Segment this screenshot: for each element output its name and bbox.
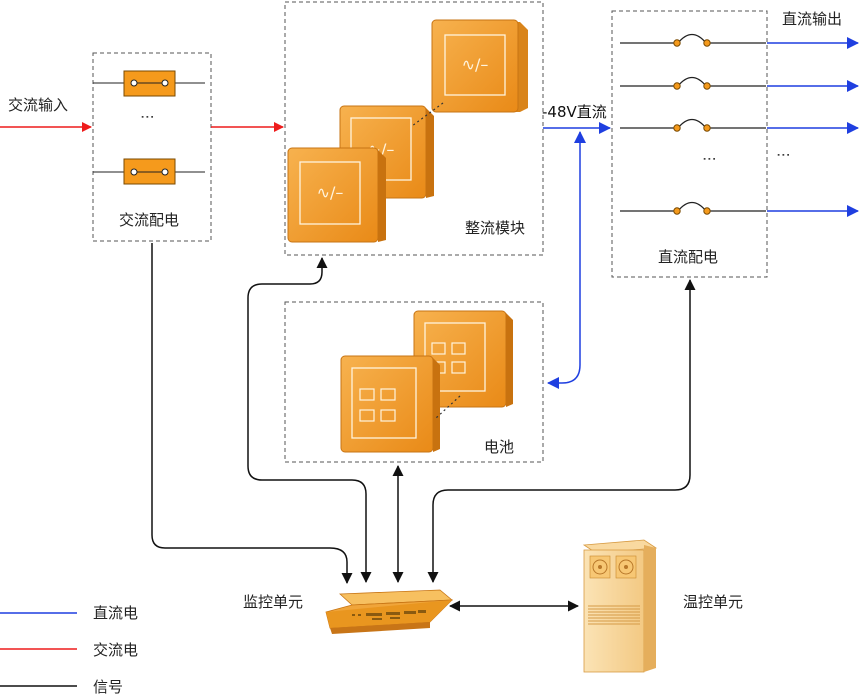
dc-switch-row-4 (620, 201, 766, 218)
signal-dc-to-monitor (427, 279, 696, 583)
ac-distribution-box (92, 52, 212, 242)
rectifier-box (284, 1, 544, 256)
ac-input-label: 交流输入 (8, 96, 68, 114)
svg-text:∿/–: ∿/– (462, 55, 489, 74)
dc-switch-row-2 (620, 76, 766, 93)
monitor-label: 监控单元 (243, 593, 303, 611)
dc-switch-ellipsis: ⋮ (701, 152, 717, 166)
battery-dc-link (547, 131, 586, 389)
battery-pack-icon (340, 310, 513, 453)
temp-control-label: 温控单元 (683, 593, 743, 611)
dc-distribution-box (611, 10, 768, 278)
legend-dc-label: 直流电 (93, 604, 138, 622)
svg-text:∿/–: ∿/– (317, 183, 344, 202)
dc-output-ellipsis: ⋮ (775, 148, 791, 162)
temperature-cabinet-icon (582, 539, 658, 673)
legend-signal-label: 信号 (93, 678, 123, 696)
dc-output-label: 直流输出 (782, 10, 842, 28)
legend-ac-label: 交流电 (93, 641, 138, 659)
dc-48v-label: -48V直流 (542, 103, 607, 121)
dc-switch-row-3 (620, 118, 766, 135)
monitor-device-icon (325, 589, 454, 634)
ac-breaker-ellipsis: ⋮ (139, 110, 155, 124)
dc-switch-row-1 (620, 33, 766, 50)
rectifier-label: 整流模块 (465, 219, 525, 237)
signal-rectifier-to-monitor (247, 257, 372, 583)
ac-breaker-bottom (93, 158, 205, 185)
rectifier-module-icon: ∿/– ∿/– ∿/– (287, 19, 528, 243)
signal-ac-to-monitor (151, 243, 353, 584)
ac-breaker-top (93, 70, 205, 97)
ac-distribution-label: 交流配电 (119, 211, 179, 229)
battery-label: 电池 (484, 438, 514, 456)
dc-distribution-label: 直流配电 (658, 248, 718, 266)
legend: 直流电 交流电 信号 (0, 604, 138, 696)
